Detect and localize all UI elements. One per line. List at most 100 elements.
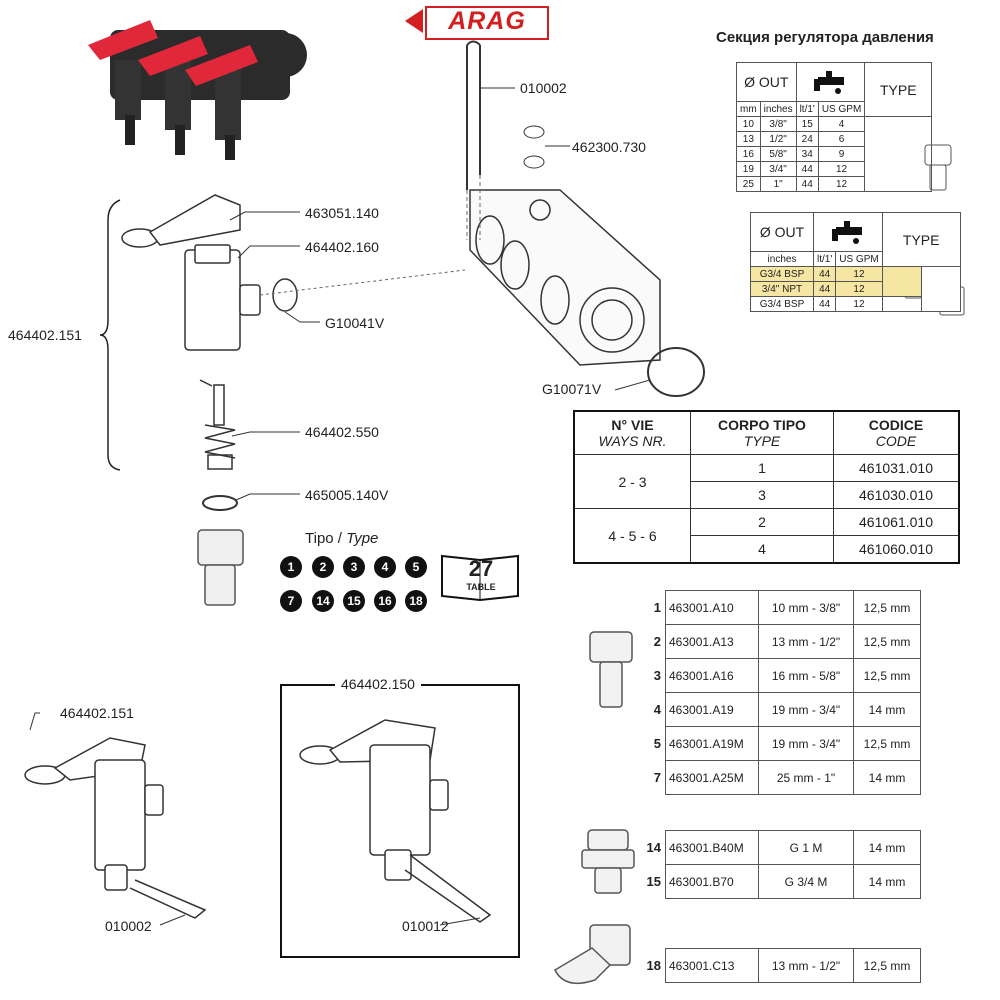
cell: G 3/4 M	[758, 864, 854, 899]
cell: 12,5 mm	[853, 948, 921, 983]
cell: 15	[795, 116, 819, 132]
cell: 12	[817, 176, 866, 192]
cell: 3	[653, 668, 661, 683]
valve-lever	[121, 194, 241, 248]
label-464402-151: 464402.151	[8, 327, 82, 343]
label-010002: 010002	[520, 80, 567, 96]
cell: 463001.B70	[665, 864, 759, 899]
cell: 463001.C13	[665, 948, 759, 983]
label-464402-550: 464402.550	[305, 424, 379, 440]
cell: 13	[736, 131, 761, 147]
sub-mm: mm	[736, 101, 761, 117]
manifold-body	[469, 189, 661, 366]
sub-lt: lt/1'	[812, 251, 837, 267]
type-circle: 15	[343, 590, 365, 612]
cell: 1	[653, 600, 661, 615]
label-464402-160: 464402.160	[305, 239, 379, 255]
cell: 18	[646, 958, 661, 973]
cell: 12	[817, 161, 866, 177]
col-out: Ø OUT	[736, 62, 797, 102]
cell: 24	[795, 131, 819, 147]
type-circle: 4	[374, 556, 396, 578]
fitting-c	[554, 924, 631, 985]
cell: 12	[835, 296, 883, 312]
cell: 2	[690, 508, 834, 536]
cell: 3/4"	[759, 161, 797, 177]
label-465005: 465005.140V	[305, 487, 389, 503]
type-circle: 7	[280, 590, 302, 612]
cell: 461060.010	[833, 535, 960, 564]
sub-inches: inches	[759, 101, 797, 117]
col-code-it: CODICE	[868, 417, 924, 433]
section-title: Секция регулятора давления	[716, 29, 934, 46]
cell: 34	[795, 146, 819, 162]
type-circle: 3	[343, 556, 365, 578]
brand-name: ARAG	[425, 6, 549, 40]
tap-icon-cell	[795, 62, 866, 102]
cell: 10 mm - 3/8"	[758, 590, 854, 625]
cell: 44	[812, 281, 837, 297]
col-ways-it: N° VIE	[611, 417, 654, 433]
sub-inches: inches	[750, 251, 814, 267]
type-image-cell	[920, 266, 961, 312]
label-463051: 463051.140	[305, 205, 379, 221]
cell: 25	[736, 176, 761, 192]
cell: 15	[646, 874, 661, 889]
cell: 10	[736, 116, 761, 132]
cell: 19 mm - 3/4"	[758, 726, 854, 761]
cell: 3	[690, 481, 834, 509]
type-circle: 16	[374, 590, 396, 612]
label-464402-151-bottom: 464402.151	[60, 705, 134, 721]
cell: 463001.A25M	[665, 760, 759, 795]
cell: 16	[736, 146, 761, 162]
col-type-en: TYPE	[743, 433, 781, 449]
sub-lt: lt/1'	[795, 101, 819, 117]
cell: 7	[653, 770, 661, 785]
washer-top	[523, 125, 545, 139]
cell: 25 mm - 1"	[758, 760, 854, 795]
cell: G3/4 BSP	[750, 296, 814, 312]
cell: 3/8"	[759, 116, 797, 132]
col-type-it: CORPO TIPO	[718, 417, 806, 433]
cell: 463001.A13	[665, 624, 759, 659]
col-out: Ø OUT	[750, 212, 814, 252]
cell: 16 mm - 5/8"	[758, 658, 854, 693]
type-heading: Tipo / Type	[305, 530, 378, 547]
cell: 12,5 mm	[853, 658, 921, 693]
oring-g10071v	[647, 347, 705, 397]
cell: 461031.010	[833, 454, 960, 482]
type-circle: 5	[405, 556, 427, 578]
type-circle: 2	[312, 556, 334, 578]
ways-group: 2 - 3	[573, 454, 691, 509]
tap-icon	[831, 220, 862, 244]
washer-bottom	[523, 155, 545, 169]
table-reference-book: 27 TABLE	[440, 552, 520, 602]
tap-icon-cell	[813, 212, 883, 252]
cell: 13 mm - 1/2"	[758, 624, 854, 659]
book-icon	[441, 554, 519, 602]
cell: 9	[817, 146, 866, 162]
cell: 12,5 mm	[853, 726, 921, 761]
label-462300: 462300.730	[572, 139, 646, 155]
cell: 13 mm - 1/2"	[758, 948, 854, 983]
valve-151-bottom	[24, 737, 164, 891]
col-ways-en: WAYS NR.	[598, 433, 667, 449]
cell: 463001.A19	[665, 692, 759, 727]
slash: /	[333, 530, 347, 547]
cell: 5/8"	[759, 146, 797, 162]
